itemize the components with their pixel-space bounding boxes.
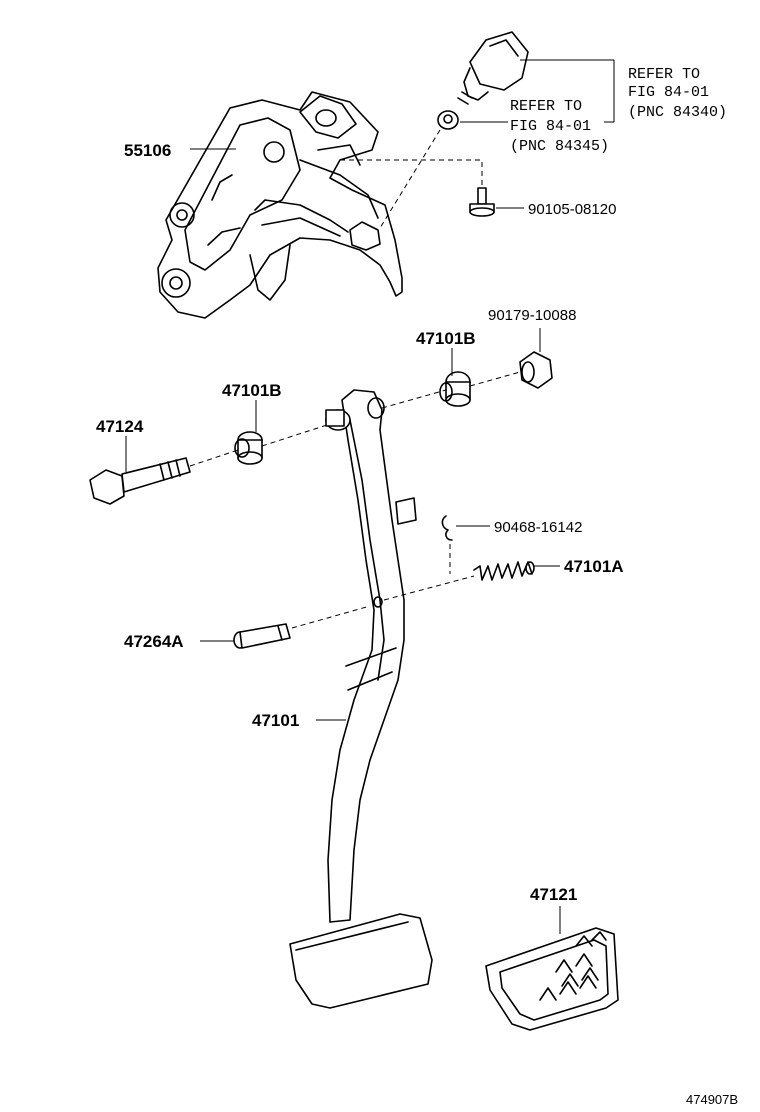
pedal-bracket [157,91,403,319]
bushing-left-label-group: 47101B [222,381,282,432]
label-47121: 47121 [530,885,577,904]
ref-84345-line2: FIG 84-01 [510,118,591,135]
bolt-90105 [469,187,495,217]
label-47124: 47124 [96,417,144,436]
spring-47101A-label-group: 47101A [564,557,624,576]
label-55106: 55106 [124,141,171,160]
ref-84340-line1: REFER TO [628,66,700,83]
bracket-label-group: 55106 [124,141,236,160]
label-47264A: 47264A [124,632,184,651]
ref-84340-line2: FIG 84-01 [628,84,709,101]
bolt-47124-label-group: 47124 [96,417,144,472]
bolt-47124 [89,457,191,505]
label-90105-08120: 90105-08120 [528,201,616,218]
bushing-right [439,371,471,407]
pin-47264A [233,623,291,649]
clip-90468 [441,515,453,541]
ref-84340-line3: (PNC 84340) [628,104,727,121]
pedal-pad-cover [485,927,619,1031]
pedal-arm-label-group: 47101 [252,711,346,730]
bushing-left [234,431,263,465]
ref-84340-group: REFER TO FIG 84-01 (PNC 84340) [520,59,727,123]
nut-90179-label-group: 90179-10088 [488,307,576,352]
bolt-90105-label-group: 90105-08120 [496,201,616,218]
switch-nut [437,110,459,130]
label-90468-16142: 90468-16142 [494,519,582,536]
label-47101A: 47101A [564,557,624,576]
ref-84345-group: REFER TO FIG 84-01 (PNC 84345) [460,98,609,155]
label-47101B-right: 47101B [416,329,476,348]
label-47101: 47101 [252,711,299,730]
nut-90179 [519,351,553,389]
ref-84345-line1: REFER TO [510,98,582,115]
label-90179-10088: 90179-10088 [488,307,576,324]
pin-47264A-label-group: 47264A [124,632,234,651]
label-47101B-left: 47101B [222,381,282,400]
pedal-arm [325,389,417,923]
pedal-pad-cover-label-group: 47121 [530,885,577,934]
bushing-right-label-group: 47101B [416,329,476,376]
stop-lamp-switch [457,31,529,105]
spring-47101A [473,561,560,581]
diagram-code: 474907B [686,1092,738,1107]
pedal-pad-installed [289,913,433,1009]
ref-84345-line3: (PNC 84345) [510,138,609,155]
clip-90468-label-group: 90468-16142 [456,519,582,536]
